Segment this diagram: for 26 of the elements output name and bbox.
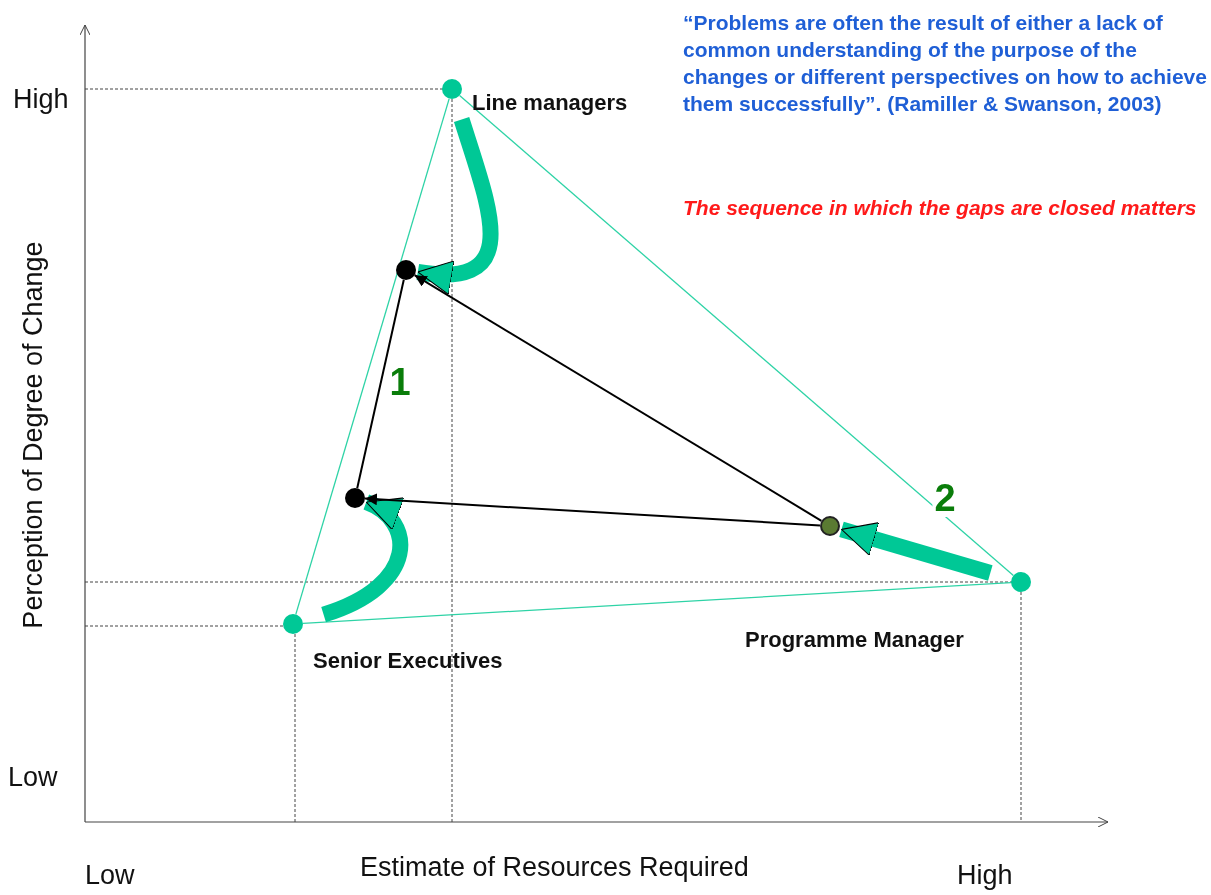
point-label: Programme Manager [745, 627, 964, 653]
point-marker [1011, 572, 1031, 592]
axis-tick-label: Low [8, 762, 58, 793]
quotation: “Problems are often the result of either a lack of common understanding of the purpose of the changes or different perspectives on how to achieve them successfully”. (Ramiller & Swanson, 2003) [683, 10, 1208, 117]
point-marker [820, 516, 840, 536]
arrow [413, 274, 823, 522]
block-arrow [839, 521, 993, 581]
connector-line [356, 278, 405, 490]
point-marker [345, 488, 365, 508]
point-marker [283, 614, 303, 634]
arrow [364, 493, 821, 527]
curved-arrow [416, 117, 499, 293]
axis-tick-label: High [13, 84, 69, 115]
axis-title: Perception of Degree of Change [17, 241, 49, 629]
axis-tick-label: Low [85, 860, 135, 891]
note-text: The sequence in which the gaps are closed matters [683, 195, 1198, 221]
point-marker [396, 260, 416, 280]
curved-arrow [320, 494, 409, 623]
point-label: Senior Executives [313, 648, 503, 674]
connector-line [302, 581, 1012, 625]
connector-line [458, 94, 1015, 577]
point-marker [442, 79, 462, 99]
connector-line [295, 97, 450, 616]
axis-title: Estimate of Resources Required [360, 852, 749, 883]
point-label: Line managers [472, 90, 628, 116]
axis-tick-label: High [957, 860, 1013, 891]
